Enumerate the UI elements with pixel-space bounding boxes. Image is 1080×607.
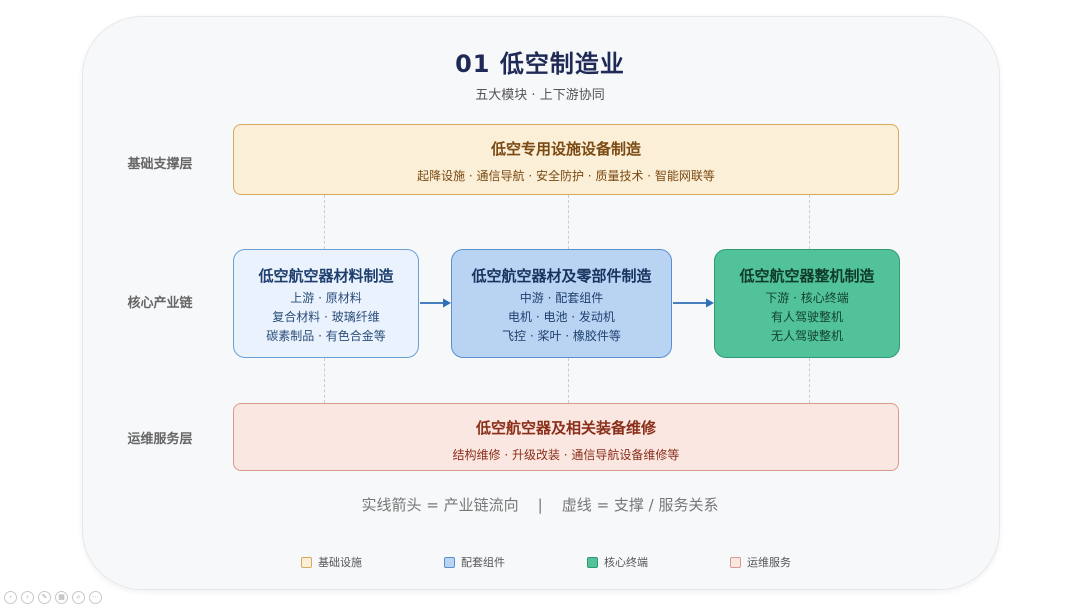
legend-label: 运维服务 <box>747 556 791 569</box>
row-label-core: 核心产业链 <box>127 296 193 311</box>
page-subtitle: 五大模块 · 上下游协同 <box>475 88 605 103</box>
node-title: 低空航空器材及零部件制造 <box>471 267 652 285</box>
legend-swatch <box>730 556 741 568</box>
dashed-connector-top-2 <box>568 195 569 249</box>
dashed-connector-top-1 <box>324 195 325 249</box>
diagram-note: 实线箭头 = 产业链流向 | 虚线 = 支撑 / 服务关系 <box>361 496 719 514</box>
pen-icon[interactable]: ✎ <box>38 591 51 604</box>
node-line: 下游 · 核心终端 <box>765 291 849 305</box>
node-line: 中游 · 配套组件 <box>519 291 604 305</box>
legend-item-components: 配套组件 <box>444 554 505 570</box>
node-title: 低空航空器材料制造 <box>258 267 394 285</box>
legend-label: 核心终端 <box>604 556 648 569</box>
node-line: 上游 · 原材料 <box>290 291 362 305</box>
more-icon[interactable]: ⋯ <box>89 591 102 604</box>
node-line: 复合材料 · 玻璃纤维 <box>272 310 380 324</box>
node-line: 有人驾驶整机 <box>770 310 843 324</box>
next-icon[interactable]: › <box>21 591 34 604</box>
support-band-title: 低空专用设施设备制造 <box>490 140 641 158</box>
dashed-connector-bottom-1 <box>324 358 325 403</box>
legend-label: 配套组件 <box>461 556 505 569</box>
dashed-connector-bottom-3 <box>809 358 810 403</box>
legend-swatch <box>587 556 598 568</box>
dashed-connector-top-3 <box>809 195 810 249</box>
dashed-connector-bottom-2 <box>568 358 569 403</box>
legend-label: 基础设施 <box>318 556 362 569</box>
support-band-subtitle: 起降设施 · 通信导航 · 安全防护 · 质量技术 · 智能网联等 <box>417 169 715 183</box>
node-line: 碳素制品 · 有色合金等 <box>266 329 386 343</box>
page-title: 01 低空制造业 <box>455 50 625 78</box>
legend-item-infrastructure: 基础设施 <box>301 554 362 570</box>
node-line: 无人驾驶整机 <box>770 329 843 343</box>
grid-icon[interactable]: ▦ <box>55 591 68 604</box>
legend-swatch <box>301 556 312 568</box>
prev-icon[interactable]: ‹ <box>4 591 17 604</box>
support-band: 低空专用设施设备制造 起降设施 · 通信导航 · 安全防护 · 质量技术 · 智… <box>233 124 899 195</box>
legend-swatch <box>444 556 455 568</box>
service-band: 低空航空器及相关装备维修 结构维修 · 升级改装 · 通信导航设备维修等 <box>233 403 899 471</box>
viewer-toolbar: ‹ › ✎ ▦ ⌕ ⋯ <box>4 591 102 604</box>
node-materials: 低空航空器材料制造 上游 · 原材料 复合材料 · 玻璃纤维 碳素制品 · 有色… <box>233 249 419 358</box>
row-label-support: 基础支撑层 <box>127 157 193 172</box>
node-components: 低空航空器材及零部件制造 中游 · 配套组件 电机 · 电池 · 发动机 飞控 … <box>451 249 672 358</box>
service-band-subtitle: 结构维修 · 升级改装 · 通信导航设备维修等 <box>452 448 680 462</box>
flow-arrow-2 <box>673 298 714 308</box>
node-line: 飞控 · 桨叶 · 橡胶件等 <box>502 329 621 343</box>
legend-item-terminal: 核心终端 <box>587 554 648 570</box>
legend-item-maintenance: 运维服务 <box>730 554 791 570</box>
zoom-icon[interactable]: ⌕ <box>72 591 85 604</box>
node-complete-aircraft: 低空航空器整机制造 下游 · 核心终端 有人驾驶整机 无人驾驶整机 <box>714 249 900 358</box>
flow-arrow-1 <box>420 298 451 308</box>
service-band-title: 低空航空器及相关装备维修 <box>475 419 656 437</box>
node-title: 低空航空器整机制造 <box>739 267 875 285</box>
row-label-service: 运维服务层 <box>127 432 193 447</box>
node-line: 电机 · 电池 · 发动机 <box>508 310 615 324</box>
